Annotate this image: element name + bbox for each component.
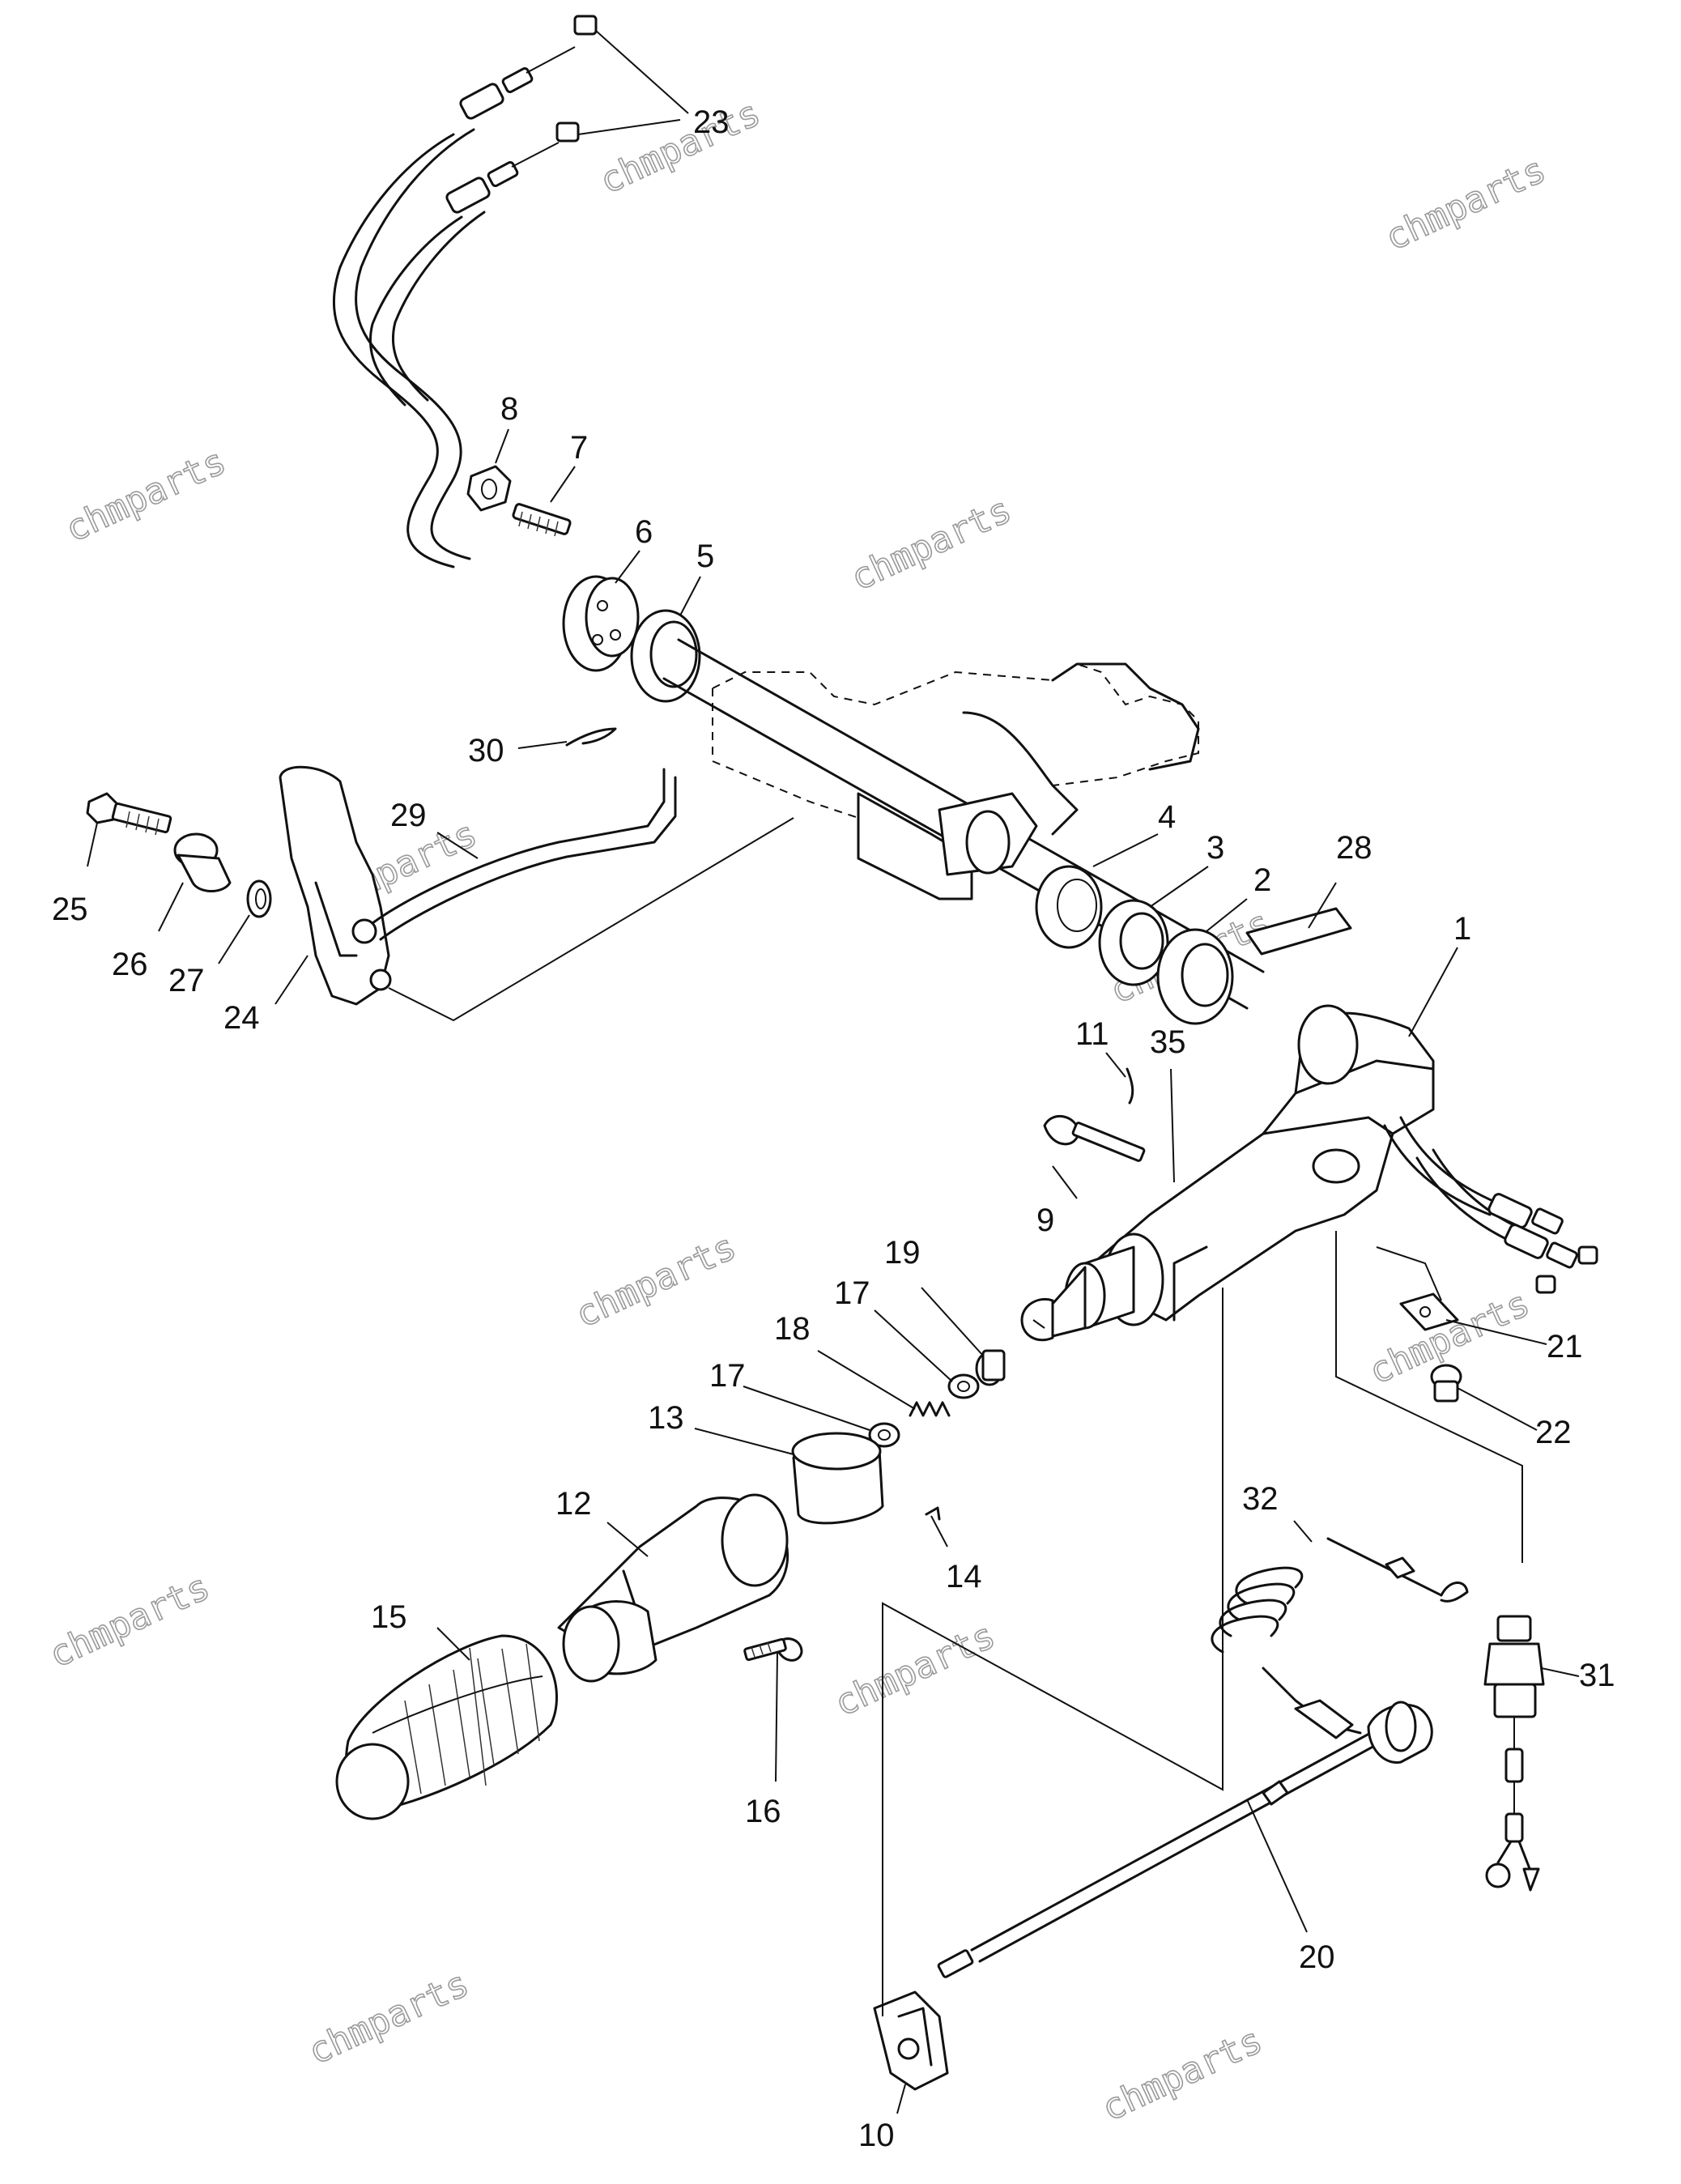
part-17-washer-lower — [868, 1422, 900, 1448]
callout-25: 25 — [52, 892, 88, 927]
callout-7: 7 — [570, 430, 588, 466]
callout-2: 2 — [1253, 862, 1271, 898]
part-9-screw — [1043, 1115, 1146, 1162]
leader-line — [388, 817, 794, 1022]
leader-line — [882, 1288, 1224, 2016]
callout-5: 5 — [696, 539, 714, 574]
callout-4: 4 — [1158, 799, 1176, 835]
part-7-stud — [512, 503, 572, 537]
callout-35: 35 — [1150, 1024, 1186, 1060]
watermark: chmparts — [845, 489, 1018, 599]
part-24-lever — [279, 765, 392, 1006]
callout-24: 24 — [223, 1000, 260, 1036]
callout-29: 29 — [390, 798, 427, 833]
cable-cap-lower — [555, 121, 580, 143]
part-4-washer — [1035, 865, 1103, 949]
callout-16: 16 — [745, 1794, 781, 1829]
callout-32: 32 — [1242, 1481, 1279, 1517]
part-5-bushing — [630, 609, 701, 703]
part-31-switch — [1483, 1615, 1545, 1892]
part-8-nut — [466, 465, 512, 512]
callout-26: 26 — [112, 947, 148, 982]
callout-12: 12 — [555, 1486, 592, 1522]
part-22-screw — [1430, 1364, 1462, 1403]
callout-20: 20 — [1299, 1939, 1335, 1975]
part-17-washer-upper — [947, 1373, 980, 1399]
callout-6: 6 — [635, 514, 653, 550]
callout-27: 27 — [168, 963, 205, 998]
cable-end-lower — [445, 177, 491, 214]
callout-19: 19 — [884, 1235, 921, 1271]
part-28-shim — [1245, 907, 1352, 956]
callout-31: 31 — [1579, 1658, 1615, 1693]
part-1-tiller-arm — [1020, 1004, 1435, 1342]
part-21-plate — [1376, 1246, 1459, 1331]
part-14-pin — [925, 1506, 941, 1521]
watermark: chmparts — [569, 1226, 743, 1336]
callout-9: 9 — [1036, 1203, 1054, 1238]
part-30-pin — [565, 727, 617, 747]
callout-1: 1 — [1453, 911, 1471, 947]
watermark: chmparts — [59, 441, 232, 551]
part-11-clip — [1126, 1067, 1134, 1105]
leader-line — [1335, 1231, 1523, 1563]
part-18-spring — [909, 1401, 951, 1417]
callout-leaders — [87, 428, 1580, 2114]
callout-3: 3 — [1206, 830, 1224, 866]
watermark: chmparts — [1379, 149, 1552, 259]
part-2-washer — [1156, 928, 1234, 1025]
callout-14: 14 — [946, 1559, 982, 1594]
part-20-cable — [937, 1701, 1433, 1978]
part-29-rod — [371, 768, 677, 941]
callout-28: 28 — [1336, 830, 1372, 866]
part-26-collar — [173, 832, 232, 892]
callout-10: 10 — [858, 2118, 895, 2153]
callout-23: 23 — [693, 104, 730, 140]
watermark: chmparts — [43, 1566, 216, 1676]
part-15-grip — [335, 1634, 558, 1820]
callout-numbers: 1 2 3 4 5 6 7 8 9 10 11 12 13 14 15 16 1… — [52, 104, 1615, 2153]
part-16-screw — [743, 1637, 803, 1662]
watermark: chmparts — [828, 1615, 1002, 1725]
watermark: chmparts — [1096, 2020, 1269, 2130]
part-12-grip-core — [557, 1493, 789, 1683]
callout-21: 21 — [1547, 1329, 1583, 1364]
callout-17a: 17 — [834, 1275, 870, 1311]
part-13-sleeve — [791, 1432, 884, 1525]
part-10-clip — [873, 1990, 949, 2091]
part-3-washer — [1098, 899, 1169, 986]
callout-30: 30 — [468, 733, 504, 768]
part-25-bolt — [86, 792, 172, 836]
cable-end-upper — [459, 83, 504, 120]
watermark: chmparts — [302, 1963, 475, 2073]
throttle-cables — [332, 15, 689, 568]
callout-18: 18 — [774, 1311, 811, 1347]
cable-cap-upper — [573, 15, 598, 36]
tiller-cables — [1383, 1116, 1598, 1294]
callout-22: 22 — [1535, 1415, 1572, 1450]
part-6-plate — [562, 575, 640, 672]
watermark: chmparts — [594, 92, 767, 202]
part-32-spring-wire — [1211, 1537, 1469, 1739]
callout-13: 13 — [648, 1400, 684, 1436]
steering-bracket — [712, 662, 1200, 836]
part-27-clip — [246, 879, 272, 918]
callout-15: 15 — [371, 1599, 407, 1635]
callout-8: 8 — [500, 391, 518, 427]
callout-17b: 17 — [709, 1358, 746, 1394]
callout-11: 11 — [1075, 1016, 1109, 1052]
part-19-bushing — [975, 1349, 1006, 1386]
